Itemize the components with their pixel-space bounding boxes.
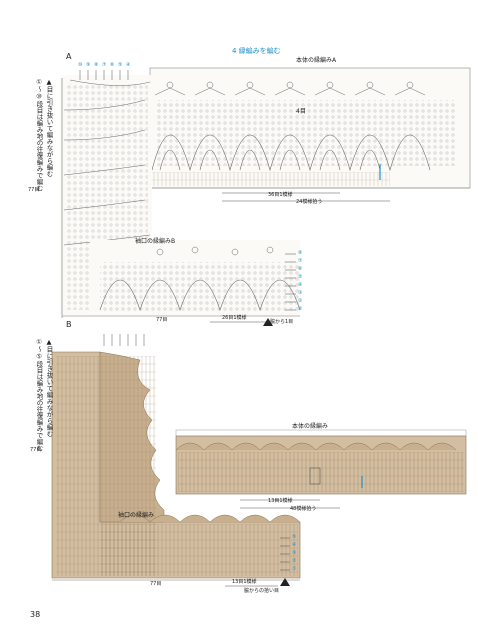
a-row-mark-top: ⑦ <box>102 62 107 68</box>
a-row-mark-top: ⑩ <box>78 62 83 68</box>
a-row-mark-cuff: ④ <box>298 282 303 288</box>
a-row-mark-cuff: ② <box>298 298 303 304</box>
section-title: 4 縁編みを編む <box>232 47 281 55</box>
a-row-mark-cuff: ⑧ <box>298 250 303 256</box>
b-body-title: 本体の縁編み <box>292 423 329 430</box>
b-count-side: 77目 <box>30 447 42 453</box>
a-row-mark-cuff: ① <box>298 306 303 312</box>
b-vertical-note-2: ①〜⑤段目は編み地の往復編みで編む <box>35 338 43 452</box>
b-top-arrows <box>103 334 145 346</box>
a-row-mark-top: ⑤ <box>118 62 123 68</box>
b-row-mark-cuff: ③ <box>292 550 297 556</box>
section-b-label: B <box>66 320 72 329</box>
a-cuff-chart <box>62 240 301 326</box>
page-number: 38 <box>30 610 41 619</box>
b-side-chart <box>51 351 301 587</box>
b-body-border-chart <box>175 429 467 509</box>
b-repeat-label: 13目1模様 <box>268 498 293 504</box>
a-cuff-repeat: 26目1模様 <box>222 315 247 321</box>
a-body-title: 本体の縁編みA <box>296 57 337 64</box>
a-cuff-title: 袖口の縁編みB <box>135 238 176 245</box>
a-row-mark-cuff: ⑦ <box>298 258 303 264</box>
b-cuff-title: 袖口の縁編み <box>118 512 155 519</box>
a-pattern-count: 24模様拾う <box>296 199 323 205</box>
a-count-bottom: 77目 <box>156 317 168 323</box>
a-row-mark-top: ⑨ <box>86 62 91 68</box>
a-row-mark-cuff: ⑥ <box>298 266 303 272</box>
a-pick-start: 脇から1目 <box>270 319 294 325</box>
a-row-label: 4目 <box>296 108 306 115</box>
b-vertical-note-1: ▲目に引き抜いて編みながら編む <box>45 338 53 437</box>
a-row-mark-cuff: ⑤ <box>298 274 303 280</box>
section-a-label: A <box>66 52 72 61</box>
a-body-border-chart <box>149 67 471 202</box>
a-row-mark-cuff: ③ <box>298 290 303 296</box>
a-vertical-note-2: ①〜⑩段目は編み地の往復編みで編む <box>35 78 43 192</box>
b-count-bottom: 77目 <box>150 581 162 587</box>
b-row-mark-cuff: ⑤ <box>292 534 297 540</box>
a-count-side: 77目 <box>28 187 40 193</box>
b-cuff-repeat: 13目1模様 <box>232 579 257 585</box>
a-top-arrows <box>79 70 129 80</box>
a-row-mark-top: ④ <box>126 62 131 68</box>
a-vertical-note-1: ▲目に引き抜いて編みながら編む <box>45 78 53 177</box>
b-pick-start: 脇からの拾い目 <box>244 588 280 594</box>
b-row-mark-cuff: ② <box>292 558 297 564</box>
a-repeat-label: 36目1模様 <box>268 192 293 198</box>
a-row-mark-top: ⑥ <box>110 62 115 68</box>
b-pattern-count: 48模様拾う <box>290 506 317 512</box>
b-row-mark-cuff: ① <box>292 566 297 572</box>
b-row-mark-cuff: ④ <box>292 542 297 548</box>
a-row-mark-top: ⑧ <box>94 62 99 68</box>
